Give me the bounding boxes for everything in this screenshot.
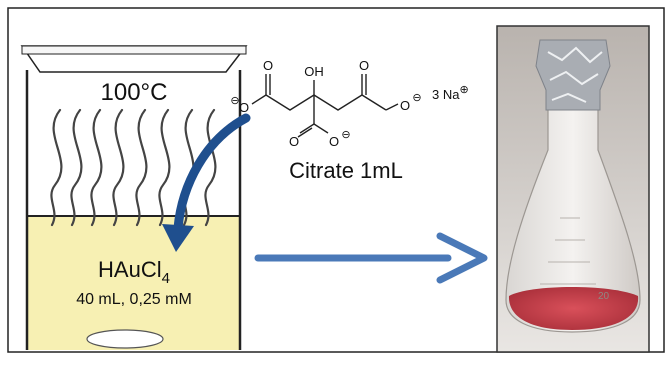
- atom-oxygen: O: [400, 98, 410, 113]
- atom-oxygen: O: [239, 100, 249, 115]
- reagent-label: HAuCl4: [98, 257, 170, 287]
- flask-glass: [505, 89, 641, 333]
- addition-arrow: [162, 113, 251, 252]
- reagent-subscript: 4: [162, 270, 170, 287]
- reagent-formula: HAuCl: [98, 257, 162, 282]
- bond: [385, 103, 399, 111]
- anion-charge: ⊖: [412, 92, 421, 104]
- temperature-label: 100°C: [101, 79, 168, 106]
- citrate-atoms: O OH O O ⊖ O ⊖ O O ⊖: [230, 58, 421, 149]
- graduation-label: 20: [598, 291, 610, 302]
- counter-ion-charge: ⊕: [459, 84, 468, 96]
- atom-oxygen: O: [289, 134, 299, 149]
- addition-arrow-shaft: [173, 113, 251, 233]
- steam-line: [70, 108, 83, 227]
- stir-bar: [86, 329, 164, 349]
- foil-cap: [535, 39, 611, 111]
- steam-line: [135, 108, 148, 227]
- steam-line: [90, 108, 103, 227]
- amount-label: 40 mL, 0,25 mM: [76, 291, 192, 308]
- steam-line: [50, 108, 63, 227]
- anion-charge: ⊖: [230, 95, 239, 107]
- atom-oxygen: O: [329, 134, 339, 149]
- steam-line: [204, 108, 217, 227]
- reaction-arrow-head: [436, 232, 488, 284]
- counter-ion: 3 Na: [432, 87, 460, 102]
- atom-oxygen: O: [359, 58, 369, 73]
- citrate-structure: [251, 74, 399, 138]
- solution-fill: [27, 216, 240, 350]
- product-photo: 20: [496, 25, 650, 353]
- anion-charge: ⊖: [341, 129, 350, 141]
- steam-line: [158, 108, 171, 227]
- beaker: 100°C HAuCl4 40 mL, 0,25 mM: [20, 45, 248, 350]
- counter-ion-label: 3 Na⊕: [432, 84, 469, 102]
- addition-arrow-head: [162, 224, 194, 252]
- bond: [299, 123, 315, 134]
- flask-graduations: [540, 217, 596, 285]
- beaker-lid-rim: [21, 45, 247, 55]
- reaction-arrow: [254, 232, 488, 284]
- carbon-backbone: [265, 94, 387, 111]
- bond: [251, 94, 267, 105]
- bond: [297, 127, 313, 138]
- citrate-label: Citrate 1mL: [289, 158, 403, 183]
- steam-line: [112, 108, 125, 227]
- product-liquid: [508, 287, 639, 330]
- atom-hydroxyl: OH: [304, 64, 324, 79]
- foil-crinkles: [547, 46, 603, 103]
- bond: [313, 123, 329, 134]
- atom-oxygen: O: [263, 58, 273, 73]
